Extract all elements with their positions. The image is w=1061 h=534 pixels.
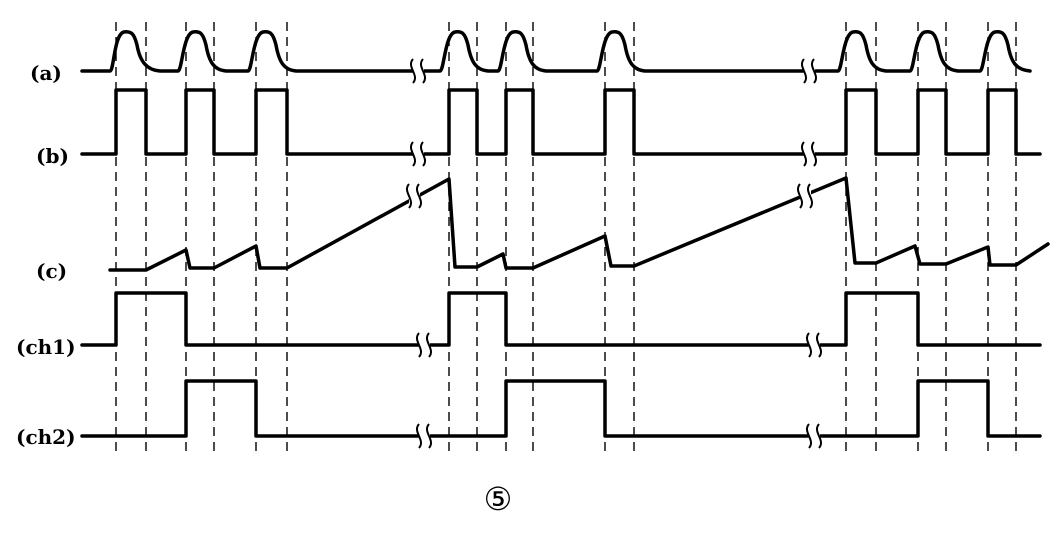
break-mark: [416, 423, 432, 449]
waveform-b: [80, 88, 1042, 156]
break-mark: [801, 141, 817, 167]
label-b: (b): [36, 144, 69, 168]
break-mark: [801, 58, 817, 84]
waveform-a: [80, 30, 1032, 73]
waveform-ch1: [80, 291, 1042, 347]
break-mark-group: [406, 58, 822, 449]
break-mark: [806, 423, 822, 449]
break-mark: [410, 141, 426, 167]
waveform-c: [108, 176, 1050, 272]
waveform-ch2: [80, 379, 1042, 438]
label-ch1: (ch1): [16, 335, 76, 359]
label-a: (a): [30, 61, 62, 85]
break-mark: [806, 332, 822, 358]
break-mark: [406, 183, 422, 209]
break-mark: [797, 183, 813, 209]
label-c: (c): [36, 259, 67, 283]
figure-caption: ⑤: [484, 480, 513, 518]
break-mark: [416, 332, 432, 358]
label-ch2: (ch2): [16, 425, 76, 449]
guide-lines: [115, 22, 1017, 455]
break-mark: [410, 58, 426, 84]
